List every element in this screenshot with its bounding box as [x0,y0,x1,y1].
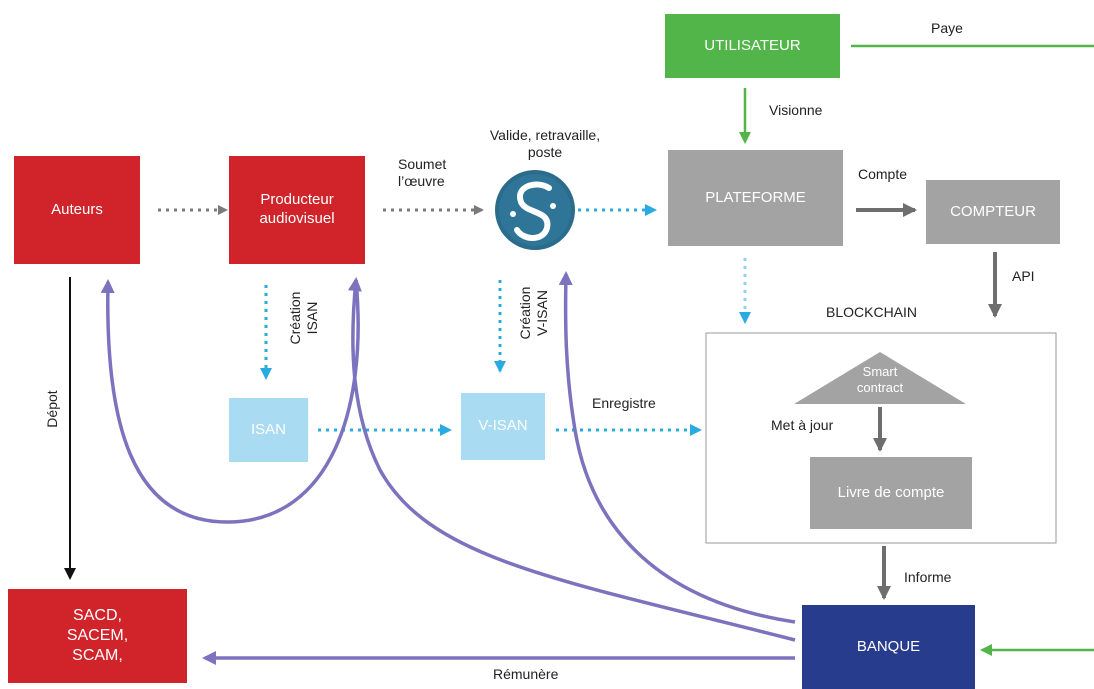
label-paye: Paye [931,20,963,36]
node-plateforme: PLATEFORME [668,150,843,246]
node-visan: V-ISAN [461,393,545,460]
label-informe: Informe [904,569,952,585]
node-isan: ISAN [229,398,308,462]
label-enregistre: Enregistre [592,395,656,411]
curve-banque-logo [558,271,796,624]
label-creation-isan: Création ISAN [287,291,320,345]
label-soumet-oeuvre: Soumet l’œuvre [398,156,447,189]
node-sacd-sacem-scam: SACD, SACEM, SCAM, [8,589,187,683]
node-auteurs: Auteurs [14,156,140,264]
label-depot: Dépot [44,390,60,428]
label-compte: Compte [858,166,908,182]
blockchain-container [705,332,1057,544]
label-creation-visan: Création V-ISAN [517,286,550,340]
label-met-a-jour: Met à jour [771,417,834,433]
node-livre-de-compte: Livre de compte [810,457,972,529]
node-utilisateur: UTILISATEUR [665,14,840,78]
label-valide-retravaille-poste: Valide, retravaille, poste [489,127,601,160]
label-blockchain: BLOCKCHAIN [826,304,918,320]
label-visionne: Visionne [769,102,823,118]
logo-icon [495,170,575,250]
node-banque: BANQUE [802,605,975,689]
label-api: API [1012,268,1035,284]
node-producteur: Producteur audiovisuel [229,156,365,264]
curve-auteurs-loop [100,279,360,524]
node-smart-contract: Smart contract [856,363,904,395]
curve-banque-producteur [347,277,796,642]
smart-contract-shape [794,352,966,404]
node-compteur: COMPTEUR [926,180,1060,244]
label-remunere: Rémunère [493,666,559,682]
